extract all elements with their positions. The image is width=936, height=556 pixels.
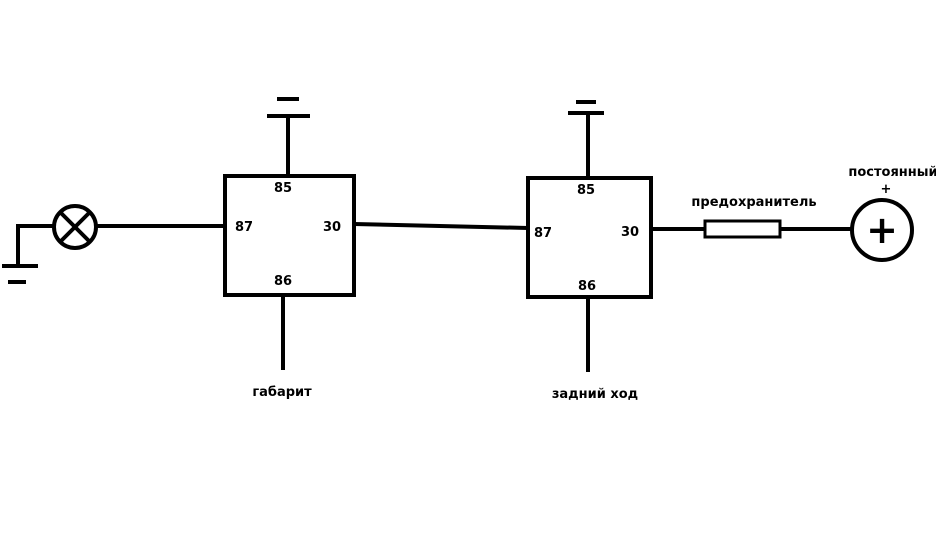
relay2-ground-symbol <box>568 100 604 178</box>
relay2-pin-top: 85 <box>577 183 595 198</box>
relay1-pin-top: 85 <box>274 181 292 196</box>
supply-label: постоянный <box>848 165 936 180</box>
fuse-label: предохранитель <box>691 195 816 210</box>
supply-label-plus: + <box>881 182 892 197</box>
relay1-pin-right: 30 <box>323 220 341 235</box>
relay1-control-label: габарит <box>252 385 312 400</box>
supply-terminal-icon <box>850 198 914 262</box>
relay2-control-label: задний ход <box>552 387 638 402</box>
supply-plus-icon: + <box>866 208 898 252</box>
relay1-ground-symbol <box>267 97 310 176</box>
relay1-pin-bottom: 86 <box>274 274 292 289</box>
fuse-icon <box>703 219 782 239</box>
relay2-pin-bottom: 86 <box>578 279 596 294</box>
lamp-icon <box>52 204 98 250</box>
relay1-pin-left: 87 <box>235 220 253 235</box>
wire-relay1-relay2 <box>353 222 529 230</box>
relay2-pin-right: 30 <box>621 225 639 240</box>
lamp-ground-symbol <box>2 224 54 284</box>
relay2-pin-left: 87 <box>534 226 552 241</box>
